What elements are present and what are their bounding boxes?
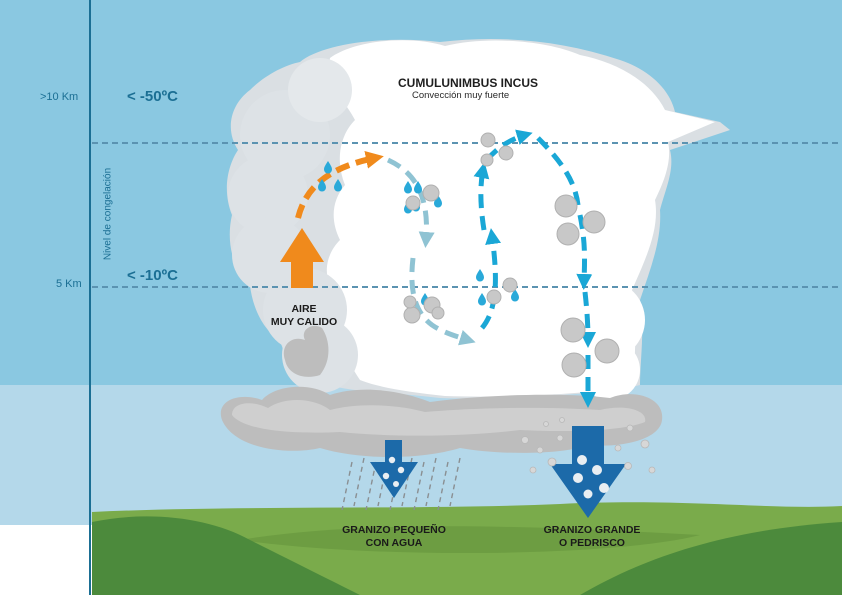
small-hail-circulation xyxy=(386,157,502,346)
large-hail-label: GRANIZO GRANDE O PEDRISCO xyxy=(528,524,656,550)
large-hail-label-line1: GRANIZO GRANDE xyxy=(543,524,641,536)
temperature-label-top: < -50ºC xyxy=(127,88,178,105)
large-hail-arrow xyxy=(550,426,626,518)
warm-air-label-line2: MUY CALIDO xyxy=(270,316,338,328)
cumulonimbus-cloud xyxy=(226,39,731,400)
temperature-label-freezing: < -10ºC xyxy=(127,267,178,284)
rain-streaks xyxy=(341,457,461,511)
hill-left xyxy=(92,516,360,595)
height-label-freezing: 5 Km xyxy=(56,278,82,290)
falling-hail xyxy=(521,417,656,474)
large-hail-label-line2: O PEDRISCO xyxy=(559,537,625,549)
cloud-subtitle: Convección muy fuerte xyxy=(412,90,510,101)
warm-air-label: AIRE MUY CALIDO xyxy=(264,303,344,329)
small-hail-arrow xyxy=(370,440,418,498)
hailstones xyxy=(403,132,620,378)
small-hail-label-line1: GRANIZO PEQUEÑO xyxy=(342,524,446,536)
warm-updraft-path xyxy=(295,150,384,219)
cloud-base xyxy=(220,325,663,457)
warm-air-arrow xyxy=(280,228,324,288)
field-shadow xyxy=(240,526,700,554)
hill-right xyxy=(580,522,842,595)
warm-air-label-line1: AIRE xyxy=(291,303,317,315)
freezing-level-axis-label: Nivel de congelación xyxy=(102,167,114,261)
small-hail-label-line2: CON AGUA xyxy=(365,537,423,549)
cloud-title: CUMULUNIMBUS INCUS xyxy=(398,76,538,90)
height-label-top: >10 Km xyxy=(40,91,79,103)
small-hail-label: GRANIZO PEQUEÑO CON AGUA xyxy=(330,524,458,550)
